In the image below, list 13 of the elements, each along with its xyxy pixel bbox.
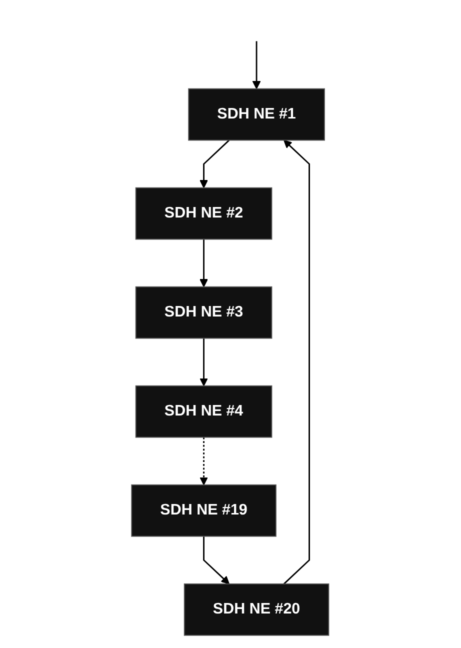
arrow — [200, 338, 208, 386]
node-box: SDH NE #4 — [136, 385, 273, 438]
node-box: SDH NE #1 — [188, 88, 326, 141]
arrow — [203, 536, 230, 584]
node-box: SDH NE #20 — [184, 583, 330, 636]
arrow — [200, 437, 208, 486]
node-box: SDH NE #3 — [136, 286, 273, 339]
node-box: SDH NE #2 — [136, 187, 273, 240]
arrow — [252, 41, 262, 90]
node-box: SDH NE #19 — [131, 484, 277, 537]
arrow — [284, 140, 310, 584]
arrow — [200, 140, 230, 188]
arrow — [200, 239, 208, 288]
